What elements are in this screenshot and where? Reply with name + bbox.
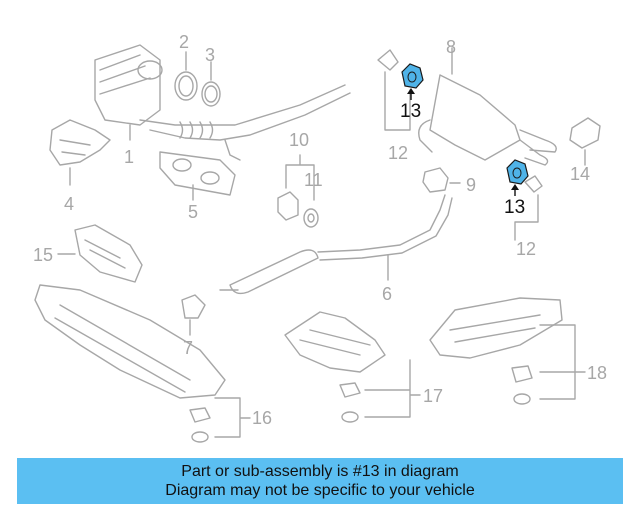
callout-10: 10 xyxy=(289,130,310,150)
gasket-ring[interactable] xyxy=(201,61,221,107)
callout-6: 6 xyxy=(382,284,393,304)
callout-13-upper: 13 xyxy=(400,101,422,122)
callout-15: 15 xyxy=(33,245,54,265)
callout-2: 2 xyxy=(179,32,190,52)
clamp[interactable] xyxy=(174,51,198,101)
callout-18: 18 xyxy=(587,363,608,383)
info-banner: Part or sub-assembly is #13 in diagram D… xyxy=(17,458,623,504)
banner-line-disclaimer: Diagram may not be specific to your vehi… xyxy=(165,482,475,499)
tailpipe-tips[interactable] xyxy=(569,117,601,166)
pipe-clamp[interactable] xyxy=(181,294,206,336)
center-muffler-pipe[interactable] xyxy=(219,194,453,295)
front-heat-shield[interactable] xyxy=(57,224,143,283)
callout-14: 14 xyxy=(570,164,591,184)
callout-12-upper: 12 xyxy=(388,143,409,163)
callout-1: 1 xyxy=(124,147,135,167)
center-heat-shield[interactable] xyxy=(284,311,421,423)
callout-5: 5 xyxy=(188,202,199,222)
callout-12-lower: 12 xyxy=(516,239,537,259)
coupling[interactable] xyxy=(422,167,461,193)
callout-3: 3 xyxy=(205,45,216,65)
callout-4: 4 xyxy=(64,194,75,214)
banner-line-part: Part or sub-assembly is #13 in diagram xyxy=(181,463,459,480)
bracket[interactable] xyxy=(49,119,111,186)
callout-7: 7 xyxy=(183,338,194,358)
flange-gasket[interactable] xyxy=(159,151,236,201)
rear-heat-shield[interactable] xyxy=(429,297,586,405)
exhaust-hanger-part-13-upper[interactable] xyxy=(401,63,424,100)
callout-13-lower: 13 xyxy=(504,197,526,218)
callout-9: 9 xyxy=(466,175,477,195)
callout-16: 16 xyxy=(252,408,273,428)
exhaust-parts-diagram xyxy=(34,44,601,443)
hanger-rubber-set[interactable] xyxy=(377,49,543,241)
callout-11: 11 xyxy=(304,170,323,190)
hanger-bracket[interactable] xyxy=(277,154,319,228)
callout-17: 17 xyxy=(423,386,444,406)
floor-heat-shield[interactable] xyxy=(34,284,251,443)
exhaust-hanger-part-13-lower[interactable] xyxy=(506,159,529,196)
callout-8: 8 xyxy=(446,37,457,57)
catalytic-converter[interactable] xyxy=(94,44,351,161)
rear-muffler[interactable] xyxy=(418,47,557,166)
